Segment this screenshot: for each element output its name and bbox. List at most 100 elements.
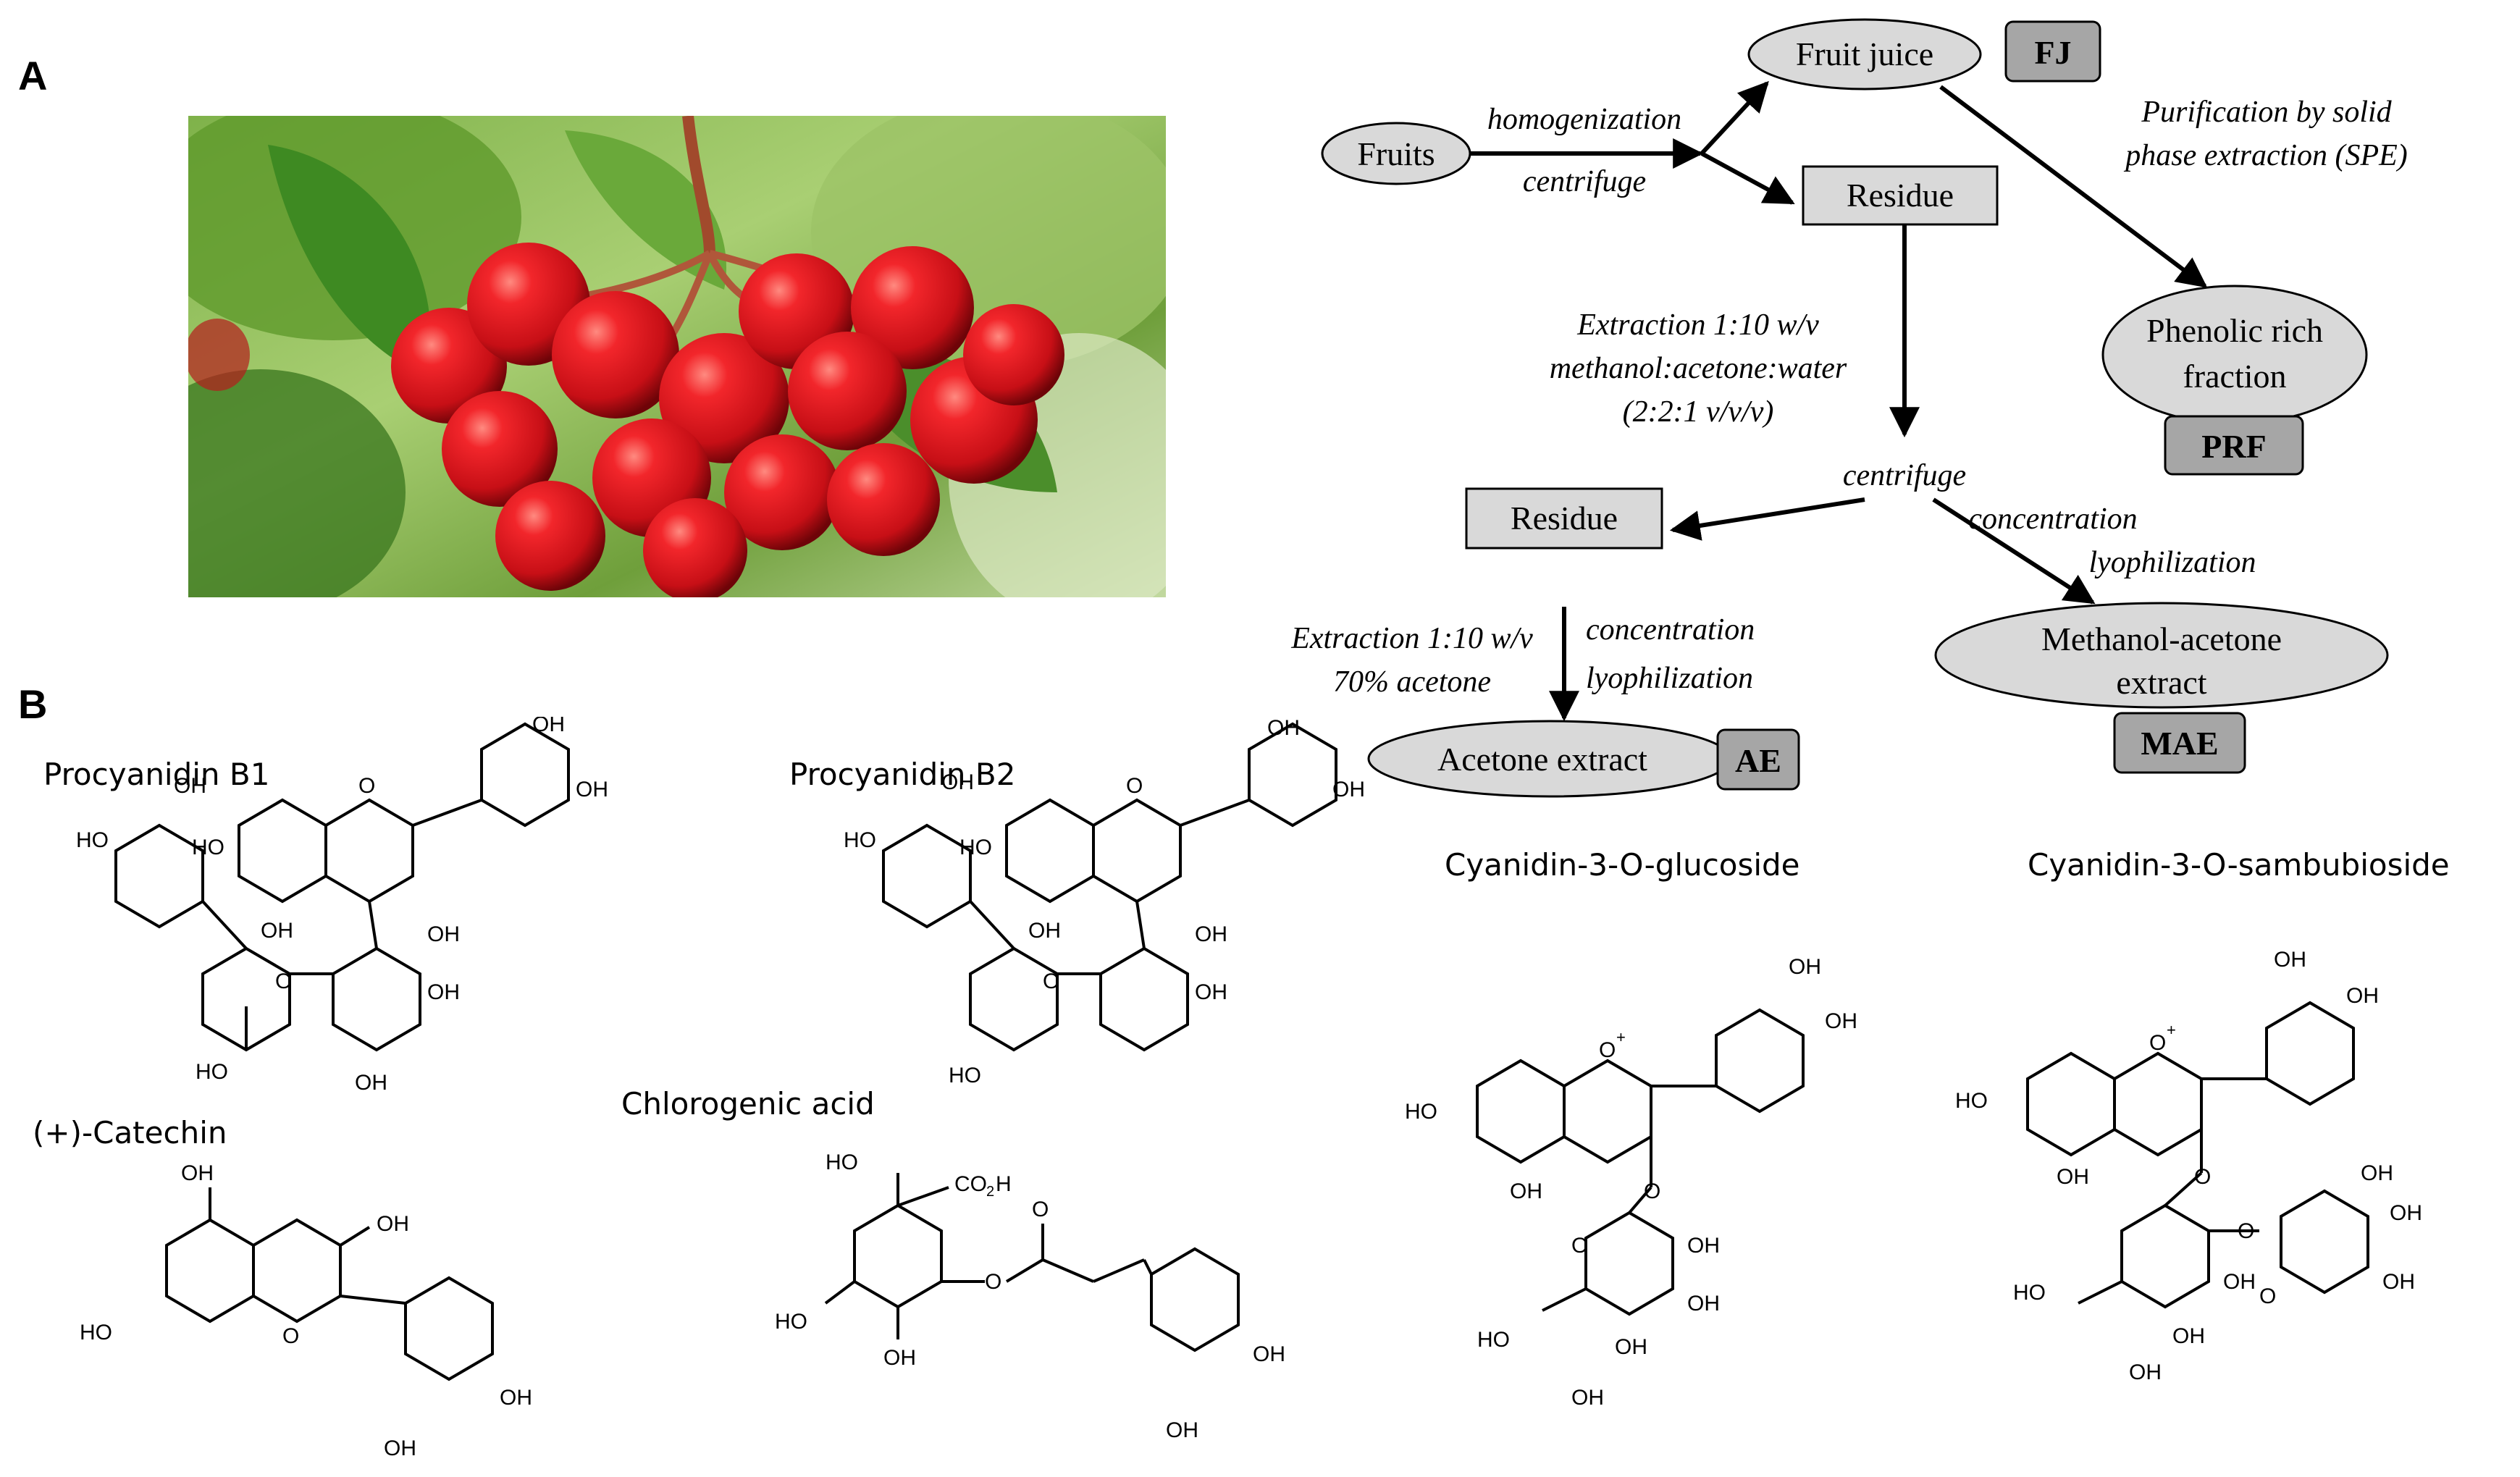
atom-label: OH bbox=[2223, 1270, 2256, 1294]
atom-label: OH bbox=[1789, 955, 1821, 979]
atom-label: O bbox=[1126, 774, 1143, 798]
atom-label: OH bbox=[174, 774, 206, 798]
mae-tag-label: MAE bbox=[2141, 725, 2218, 762]
atom-label: OH bbox=[1253, 1342, 1285, 1366]
residue-node-2: Residue bbox=[1465, 487, 1663, 550]
atom-label: OH bbox=[500, 1386, 532, 1410]
atom-label: OH bbox=[181, 1161, 214, 1185]
berries-photo bbox=[188, 116, 1166, 597]
atom-label: O bbox=[1644, 1179, 1660, 1203]
atom-label: OH bbox=[261, 919, 293, 943]
atom-label: OH bbox=[2361, 1161, 2393, 1185]
edge-extraction2-line2: 70% acetone bbox=[1333, 665, 1491, 699]
atom-label: OH bbox=[941, 770, 974, 794]
fj-tag: FJ bbox=[2004, 20, 2101, 83]
panel-label-b: B bbox=[18, 681, 48, 727]
atom-label: O bbox=[1043, 969, 1059, 993]
atom-label: OH bbox=[1028, 919, 1061, 943]
procyanidin-b1-label: Procyanidin B1 bbox=[43, 757, 270, 792]
atom-label: OH bbox=[1687, 1234, 1720, 1258]
atom-label: OH bbox=[1195, 980, 1227, 1004]
atom-label: O bbox=[1599, 1038, 1616, 1062]
atom-label: OH bbox=[2274, 948, 2306, 972]
atom-label: OH bbox=[427, 922, 460, 946]
chlorogenic-acid-structure: HO CO 2 H O O HO OH OH OH bbox=[775, 1150, 1285, 1442]
edge-extraction-line2: methanol:acetone:water bbox=[1550, 352, 1847, 385]
mae-line2: extract bbox=[2116, 664, 2206, 701]
ae-tag-label: AE bbox=[1735, 742, 1781, 779]
atom-label: OH bbox=[2346, 984, 2379, 1008]
edge-homogenization: homogenization bbox=[1487, 103, 1681, 136]
atom-label: O bbox=[2149, 1031, 2166, 1055]
cyanidin-sambubioside-label: Cyanidin-3-O-sambubioside bbox=[2028, 847, 2450, 883]
fruit-juice-node: Fruit juice bbox=[1747, 18, 1982, 91]
edge-spe-line1: Purification by solid bbox=[2141, 96, 2392, 129]
edge-centrifuge-1: centrifuge bbox=[1523, 165, 1646, 198]
edge-lyophilization-2: lyophilization bbox=[1586, 662, 1753, 695]
chlorogenic-acid-label: Chlorogenic acid bbox=[621, 1086, 875, 1122]
atom-label: OH bbox=[427, 980, 460, 1004]
atom-label: OH bbox=[1332, 778, 1365, 801]
atom-label: HO bbox=[959, 836, 992, 859]
atom-label: HO bbox=[1955, 1089, 1988, 1113]
catechin-structure: OH OH HO O OH OH bbox=[80, 1161, 532, 1460]
fruits-label: Fruits bbox=[1357, 135, 1435, 172]
procyanidin-b2-structure: HO O OH OH OH OH OH HO O OH HO bbox=[844, 717, 1365, 1087]
atom-label: O bbox=[282, 1324, 299, 1348]
residue-2-label: Residue bbox=[1511, 500, 1618, 536]
atom-label: HO bbox=[844, 828, 876, 852]
fj-tag-label: FJ bbox=[2034, 34, 2071, 71]
atom-label: OH bbox=[355, 1071, 387, 1095]
atom-label: HO bbox=[196, 1060, 228, 1084]
cyanidin-glucoside-label: Cyanidin-3-O-glucoside bbox=[1445, 847, 1800, 883]
atom-label: O bbox=[2238, 1219, 2254, 1243]
catechin-label: (+)-Catechin bbox=[33, 1115, 227, 1150]
extraction-flowchart: Fruits Fruit juice FJ Residue Phenolic r… bbox=[1290, 18, 2408, 798]
methanol-acetone-extract-node: Methanol-acetone extract bbox=[1934, 602, 2389, 709]
atom-label: HO bbox=[826, 1150, 858, 1174]
atom-label: O bbox=[358, 774, 375, 798]
atom-label: CO bbox=[954, 1172, 987, 1196]
atom-label: 2 bbox=[986, 1184, 994, 1200]
atom-label: OH bbox=[1510, 1179, 1542, 1203]
atom-label: OH bbox=[377, 1212, 409, 1236]
panel-label-a: A bbox=[18, 53, 48, 98]
mae-line1: Methanol-acetone bbox=[2041, 620, 2282, 657]
atom-label: + bbox=[1616, 1028, 1626, 1046]
atom-label: O bbox=[2194, 1165, 2211, 1189]
atom-label: HO bbox=[2013, 1281, 2046, 1305]
atom-label: OH bbox=[1195, 922, 1227, 946]
atom-label: O bbox=[1571, 1234, 1588, 1258]
residue-node-1: Residue bbox=[1802, 165, 1999, 226]
atom-label: HO bbox=[949, 1064, 981, 1087]
edge-extraction-line1: Extraction 1:10 w/v bbox=[1576, 308, 1819, 342]
edge-spe-line2: phase extraction (SPE) bbox=[2123, 139, 2408, 172]
edge-extraction-line3: (2:2:1 v/v/v) bbox=[1623, 395, 1774, 429]
phenolic-line2: fraction bbox=[2183, 358, 2286, 395]
atom-label: HO bbox=[76, 828, 109, 852]
phenolic-line1: Phenolic rich bbox=[2146, 312, 2323, 349]
atom-label: HO bbox=[80, 1321, 112, 1345]
cyanidin-glucoside-structure: OH OH O + HO OH O O OH OH HO OH OH bbox=[1405, 955, 1857, 1410]
atom-label: OH bbox=[532, 717, 565, 736]
atom-label: OH bbox=[1825, 1009, 1857, 1033]
atom-label: + bbox=[2167, 1021, 2176, 1039]
atom-label: OH bbox=[1687, 1292, 1720, 1316]
atom-label: OH bbox=[883, 1346, 916, 1370]
atom-label: OH bbox=[576, 778, 608, 801]
atom-label: HO bbox=[192, 836, 224, 859]
edge-lyophilization-1: lyophilization bbox=[2089, 546, 2256, 579]
ae-tag: AE bbox=[1716, 728, 1800, 791]
atom-label: OH bbox=[1267, 717, 1300, 740]
atom-label: OH bbox=[2057, 1165, 2089, 1189]
atom-label: OH bbox=[1571, 1386, 1604, 1410]
mae-tag: MAE bbox=[2113, 712, 2246, 774]
edge-concentration-1: concentration bbox=[1968, 502, 2137, 536]
acetone-extract-label: Acetone extract bbox=[1437, 741, 1647, 778]
atom-label: O bbox=[1032, 1198, 1049, 1221]
atom-label: O bbox=[275, 969, 292, 993]
atom-label: OH bbox=[2172, 1324, 2205, 1348]
atom-label: HO bbox=[1477, 1328, 1510, 1352]
atom-label: OH bbox=[2382, 1270, 2415, 1294]
edge-concentration-2: concentration bbox=[1586, 613, 1755, 647]
